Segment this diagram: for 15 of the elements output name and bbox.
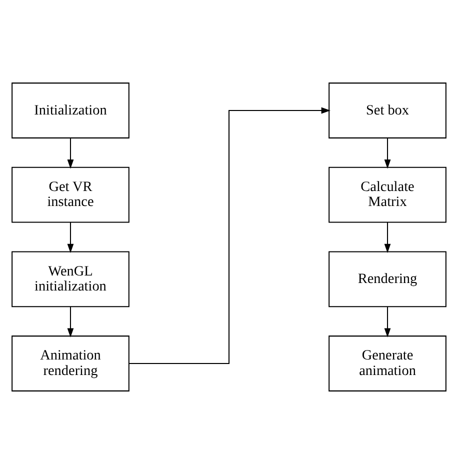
- node-box: Get VR instance: [12, 166, 130, 223]
- node-box: Set box: [328, 82, 446, 138]
- node-box: WenGL initialization: [12, 251, 130, 308]
- node-box: Animation rendering: [12, 336, 130, 392]
- node-box: Generate animation: [328, 336, 446, 392]
- arrow: [384, 138, 391, 169]
- arrow: [384, 222, 391, 254]
- arrow: [67, 306, 74, 338]
- arrow: [129, 107, 330, 364]
- arrow: [67, 222, 74, 254]
- node-box: Rendering: [328, 251, 446, 308]
- arrow: [67, 138, 74, 169]
- node-box: Calculate Matrix: [328, 166, 446, 223]
- arrow: [384, 306, 391, 338]
- node-box: Initialization: [12, 82, 130, 138]
